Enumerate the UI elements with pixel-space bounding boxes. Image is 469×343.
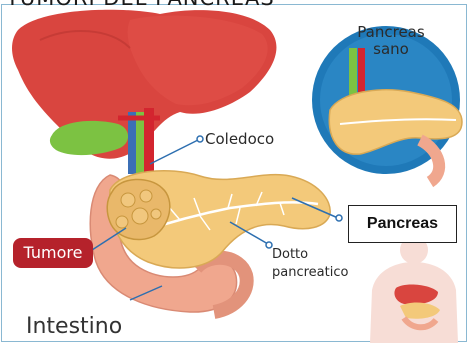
label-dotto-line1: Dotto — [272, 246, 382, 264]
label-pancreas-sano: Pancreas sano — [346, 24, 436, 58]
label-sano-line1: Pancreas — [346, 24, 436, 41]
label-intestino: Intestino — [26, 314, 122, 339]
tumor-mass — [107, 179, 170, 239]
body-silhouette — [370, 236, 458, 343]
label-coledoco: Coledoco — [205, 130, 274, 148]
label-tumore: Tumore — [13, 238, 93, 268]
label-pancreas: Pancreas — [348, 205, 457, 243]
label-sano-line2: sano — [346, 41, 436, 58]
label-dotto-line2: pancreatico — [272, 264, 382, 282]
label-dotto-pancreatico: Dotto pancreatico — [272, 246, 382, 282]
